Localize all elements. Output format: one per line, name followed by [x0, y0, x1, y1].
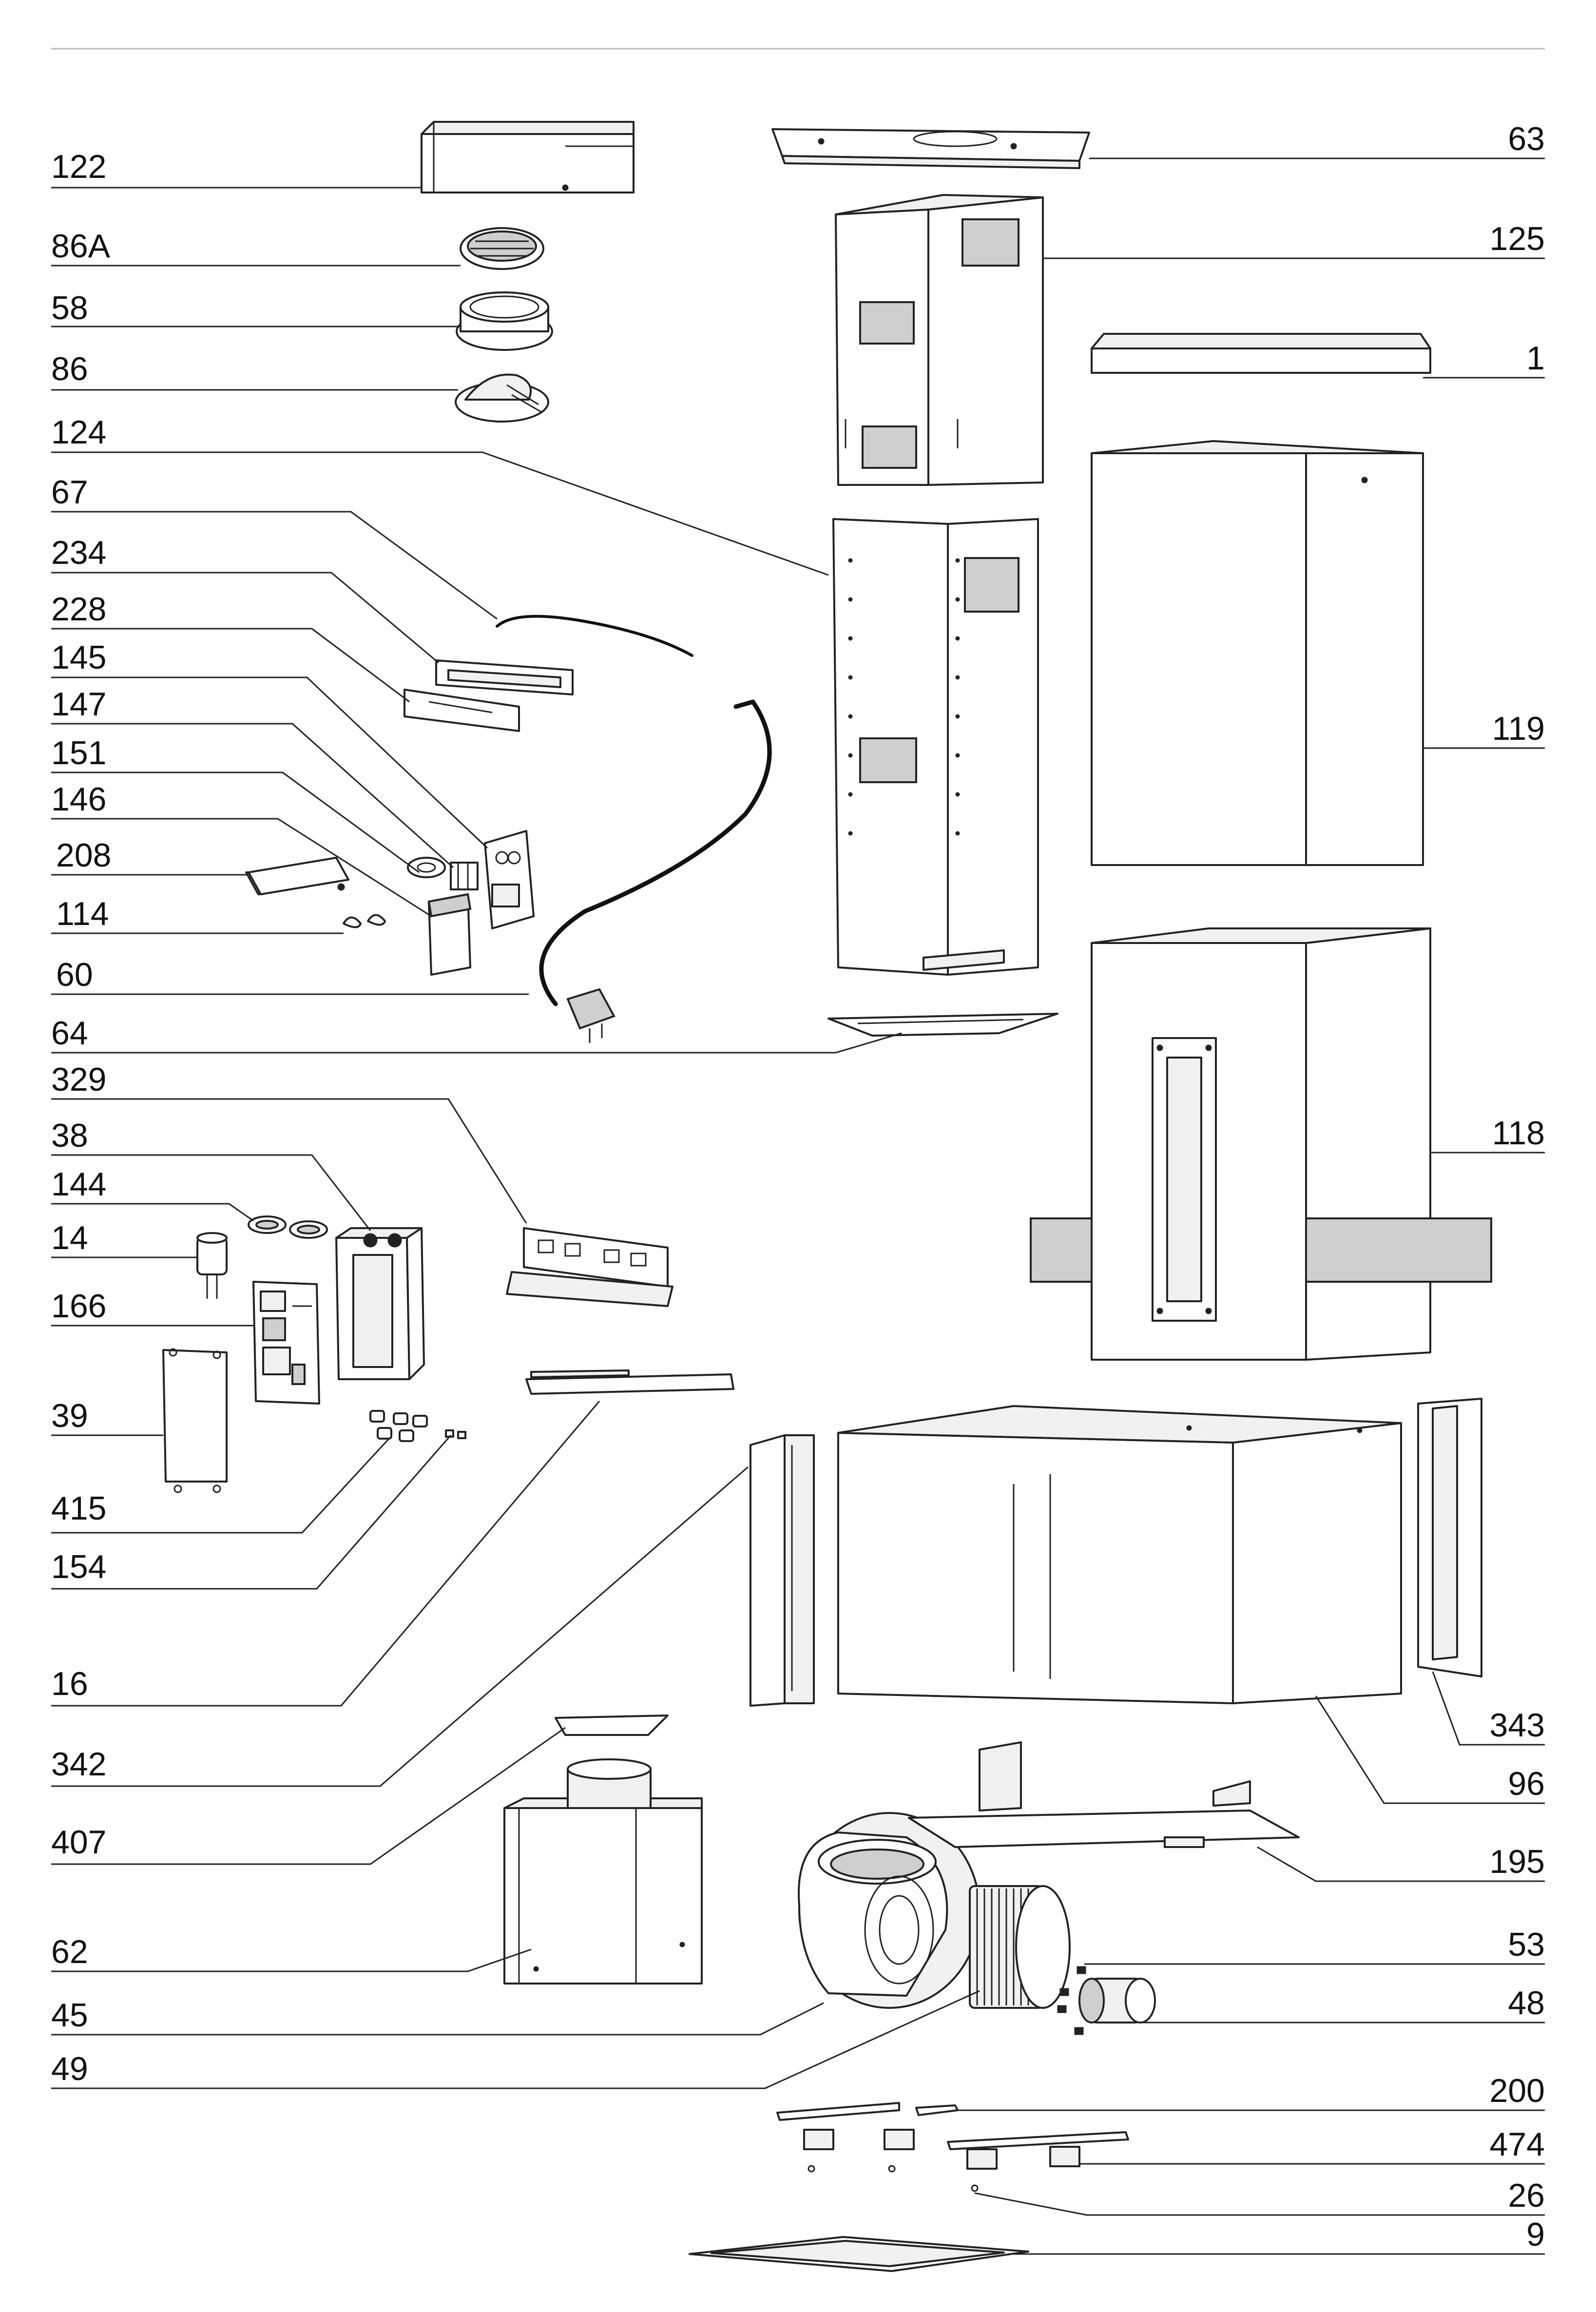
part-147-connector	[450, 862, 479, 890]
label-125: 125	[1490, 220, 1545, 257]
part-119-upper-chimney	[1091, 440, 1424, 866]
part-415-light-bulbs	[369, 1410, 428, 1442]
label-343: 343	[1490, 1707, 1545, 1744]
label-39: 39	[51, 1397, 88, 1434]
label-86A: 86A	[51, 228, 111, 265]
label-122: 122	[51, 148, 106, 185]
label-118: 118	[1492, 1115, 1545, 1152]
label-195: 195	[1490, 1843, 1545, 1880]
label-415: 415	[51, 1490, 106, 1527]
label-14: 14	[51, 1219, 88, 1256]
label-234: 234	[51, 534, 106, 571]
label-144: 144	[51, 1166, 106, 1203]
part-1-top-rim	[1091, 333, 1431, 374]
label-114: 114	[56, 895, 109, 932]
part-228-cover-strip	[404, 689, 520, 732]
part-38-board-housing	[335, 1227, 425, 1380]
part-234-cable-bracket	[435, 659, 574, 695]
label-86: 86	[51, 350, 88, 387]
part-86-flap-valve	[455, 373, 549, 423]
part-125-upper-frame	[835, 194, 1044, 486]
label-200: 200	[1490, 2072, 1545, 2109]
label-1: 1	[1526, 340, 1545, 377]
label-64: 64	[51, 1015, 88, 1052]
part-number-labels: 122 86A 58 86 124 67 234 228 145 147 151…	[51, 120, 1545, 2253]
label-53: 53	[1508, 1926, 1545, 1963]
part-96-hood-body	[837, 1405, 1402, 1704]
part-474-filter-clips	[803, 2129, 1080, 2170]
leader-lines	[51, 157, 1545, 2255]
label-124: 124	[51, 414, 106, 451]
label-166: 166	[51, 1288, 106, 1325]
label-119: 119	[1492, 710, 1545, 747]
part-16-filter-tray	[525, 1369, 734, 1395]
label-329: 329	[51, 1061, 106, 1098]
part-124-lower-frame	[832, 518, 1039, 976]
part-53-screws	[1057, 1966, 1086, 2035]
label-49: 49	[51, 2050, 88, 2087]
label-16: 16	[51, 1665, 88, 1702]
part-166-control-board	[252, 1281, 320, 1405]
label-9: 9	[1526, 2216, 1545, 2253]
part-86A-grille-valve	[460, 227, 544, 270]
label-145: 145	[51, 639, 106, 676]
label-342: 342	[51, 1746, 106, 1783]
part-39-board-cover	[162, 1348, 228, 1493]
part-58-adapter-ring	[456, 291, 553, 351]
part-343-side-channel	[1417, 1398, 1482, 1677]
part-60-power-cable	[539, 699, 772, 1043]
part-45-blower-housing	[798, 1812, 981, 2009]
part-407-tray	[555, 1715, 669, 1736]
label-151: 151	[51, 734, 106, 771]
label-38: 38	[51, 1117, 88, 1154]
part-67-wire	[496, 615, 693, 657]
label-96: 96	[1508, 1765, 1545, 1802]
part-195-base-frame	[908, 1741, 1300, 1848]
part-342-side-channel	[750, 1434, 815, 1707]
label-63: 63	[1508, 120, 1545, 157]
label-26: 26	[1508, 2177, 1545, 2214]
label-147: 147	[51, 686, 106, 723]
label-60: 60	[56, 956, 93, 993]
part-26-screws	[808, 2165, 979, 2192]
part-208-transformer	[245, 857, 349, 895]
part-146-switch-box	[427, 893, 472, 976]
part-64-top-plate	[827, 1013, 1058, 1037]
label-407: 407	[51, 1824, 106, 1861]
label-146: 146	[51, 781, 106, 818]
label-67: 67	[51, 474, 88, 511]
part-151-cable-clip	[407, 857, 446, 878]
label-58: 58	[51, 289, 88, 327]
part-122-duct-box	[421, 121, 635, 193]
part-62-filter-box	[503, 1758, 703, 1984]
part-114-cable-clamps	[343, 914, 386, 928]
part-145-terminal-block	[484, 830, 535, 929]
part-49-fan-wheel	[969, 1885, 1071, 2009]
part-154-led-clips	[445, 1429, 466, 1439]
label-62: 62	[51, 1933, 88, 1970]
part-9-grease-filter	[689, 2236, 1029, 2272]
part-118-lower-chimney	[1030, 927, 1492, 1361]
label-228: 228	[51, 591, 106, 628]
label-45: 45	[51, 1997, 88, 2034]
label-474: 474	[1490, 2126, 1545, 2163]
part-144-grommets	[248, 1215, 328, 1239]
part-14-capacitor	[196, 1232, 228, 1299]
label-208: 208	[56, 837, 111, 874]
part-63-ceiling-plate	[771, 128, 1090, 169]
part-48-motor	[1078, 1978, 1156, 2023]
part-329-mounting-bracket	[506, 1227, 673, 1307]
part-200-filter-rails	[776, 2102, 1129, 2150]
label-48: 48	[1508, 1984, 1545, 2022]
label-154: 154	[51, 1548, 106, 1585]
